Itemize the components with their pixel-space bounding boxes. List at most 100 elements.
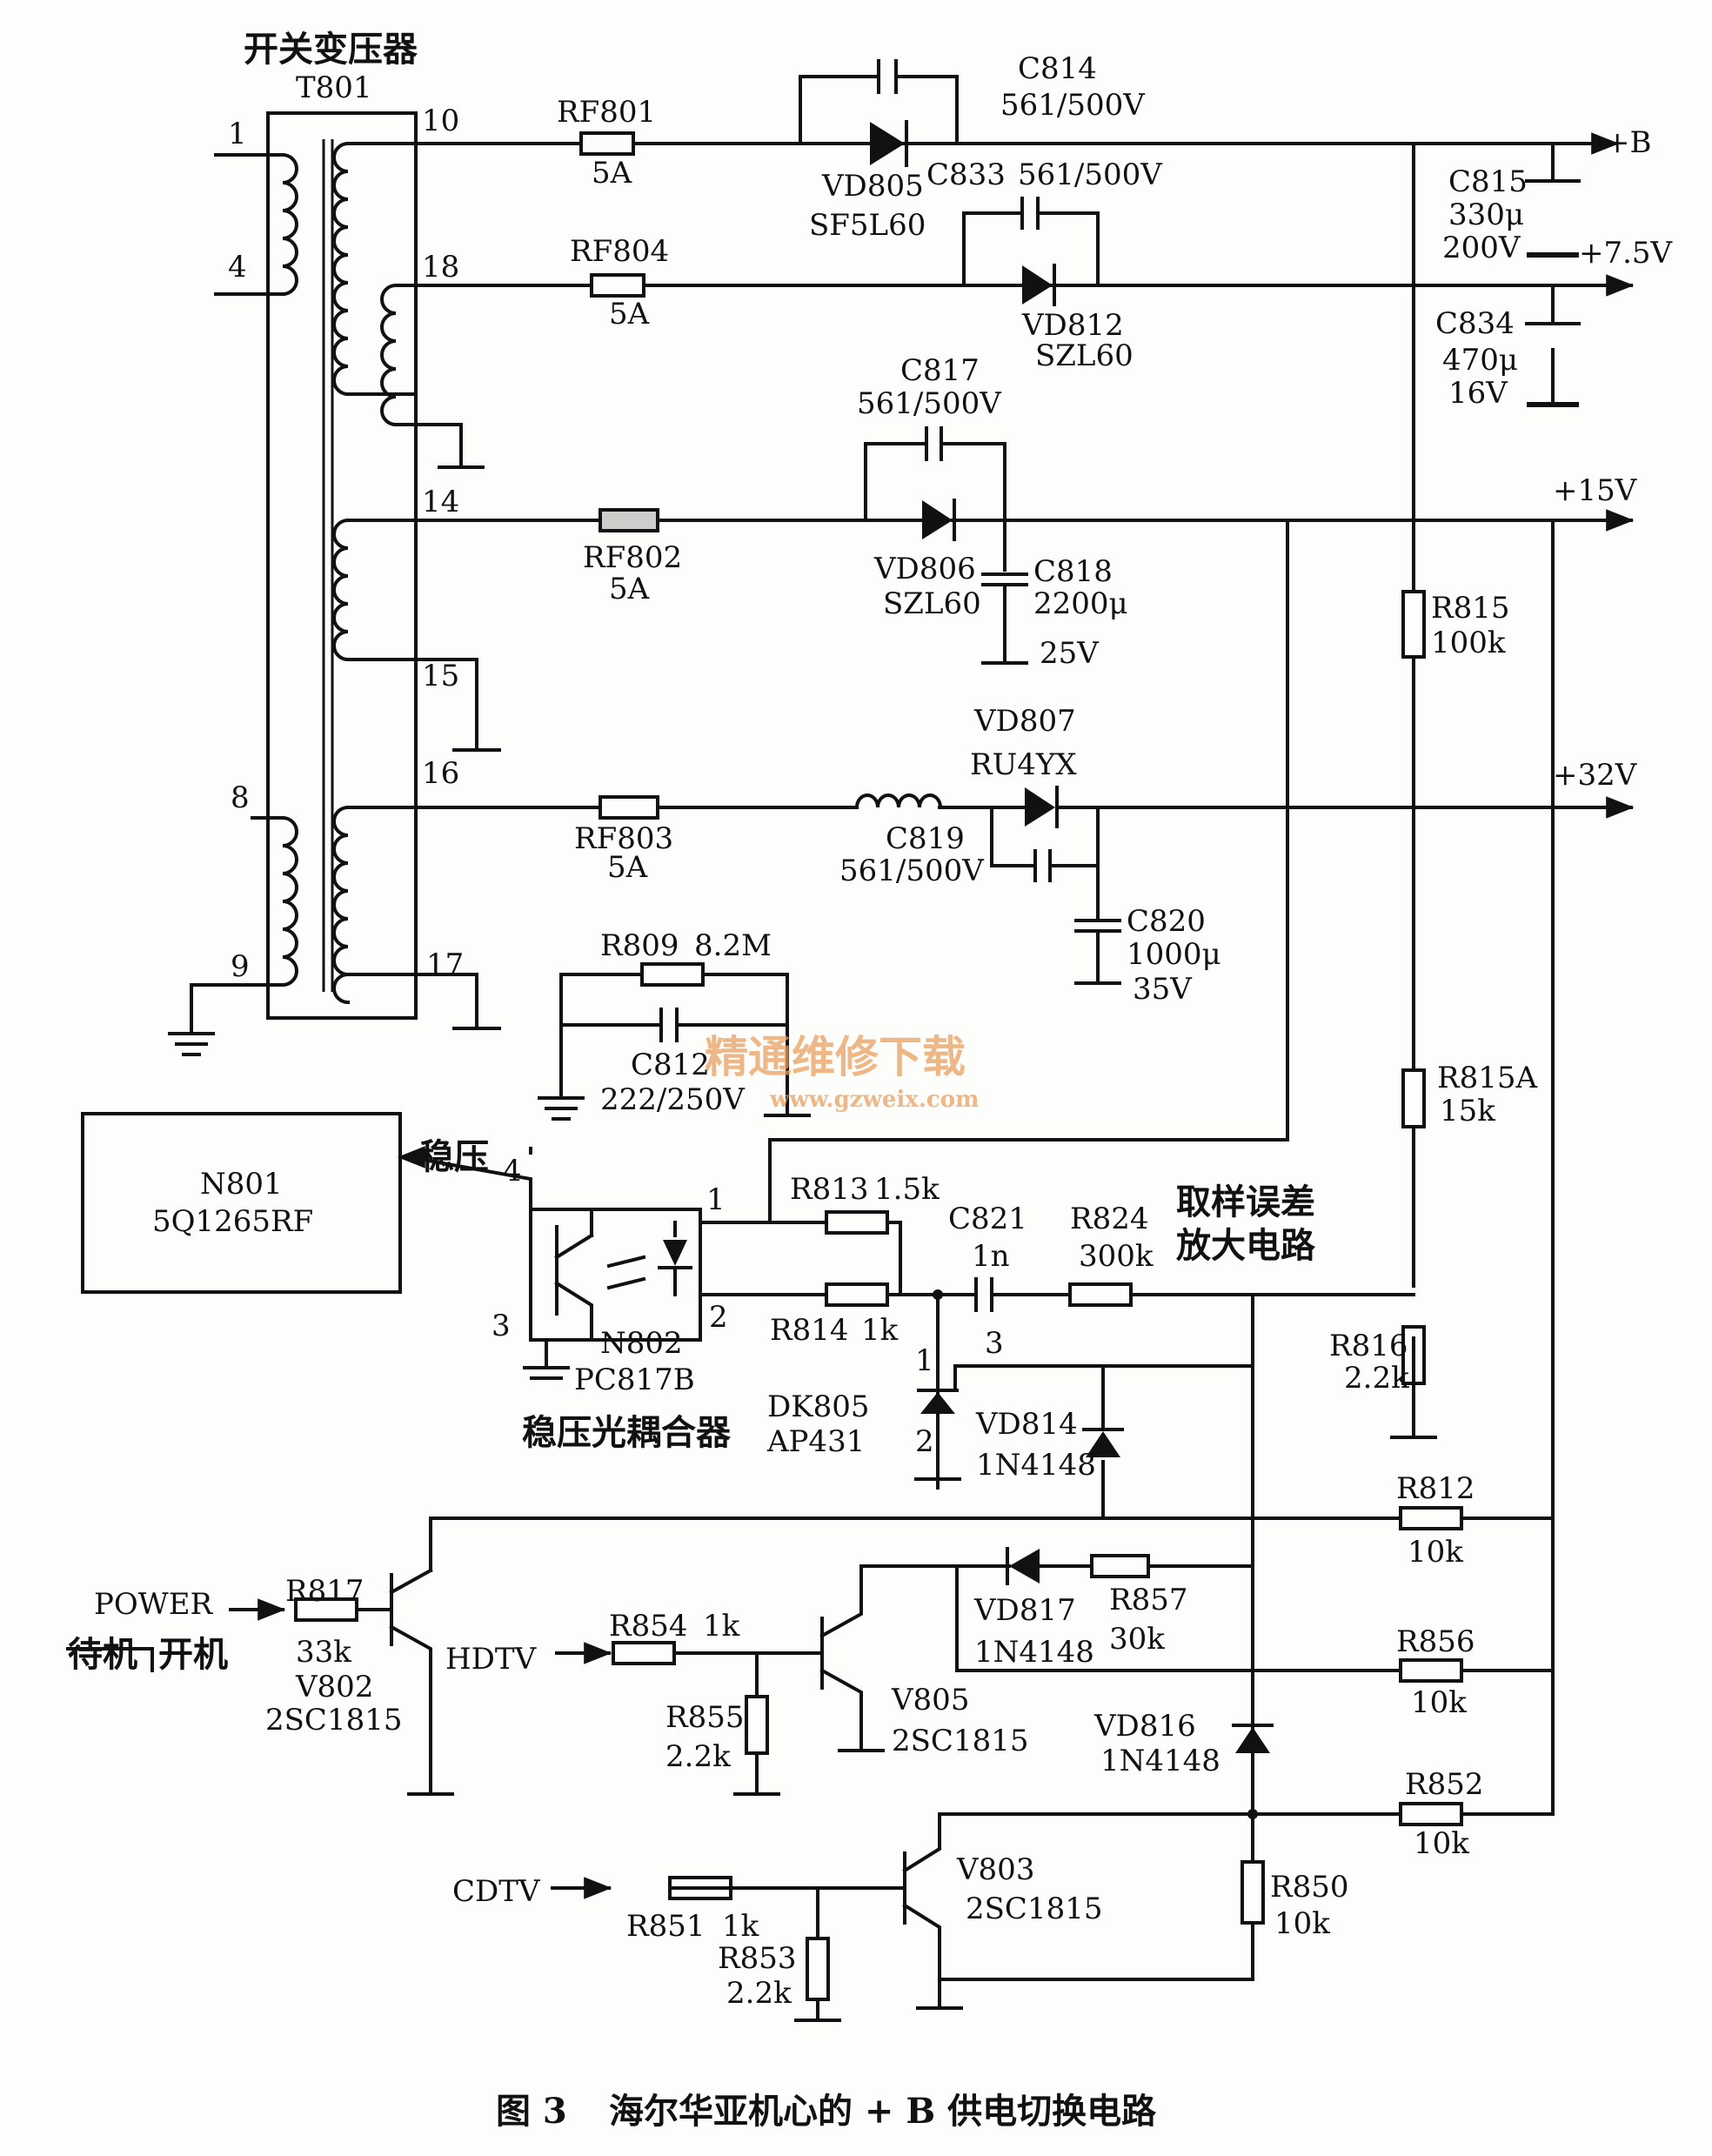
watermark-url: www.gzweix.com: [769, 1087, 980, 1113]
rf802-val: 5A: [609, 572, 650, 606]
optocoupler-n802: [397, 1146, 828, 1380]
pin-16: 16: [422, 756, 459, 791]
resistor-r855: [745, 1695, 769, 1755]
resistor-r817: [294, 1597, 358, 1622]
vd805-val: SF5L60: [809, 208, 926, 243]
n802-val: PC817B: [574, 1363, 695, 1397]
caption-text: 海尔华亚机心的 + B 供电切换电路: [609, 2091, 1157, 2132]
c817-ref: C817: [900, 353, 980, 388]
r854-val: 1k: [703, 1609, 740, 1644]
r855-val: 2.2k: [665, 1739, 731, 1774]
v805-val: 2SC1815: [892, 1724, 1028, 1758]
sampling-label-1: 取样误差: [1176, 1182, 1315, 1222]
r815a-ref: R815A: [1437, 1061, 1537, 1095]
vd814-val: 1N4148: [976, 1448, 1096, 1483]
output-wiring: [414, 59, 1635, 1816]
n802-desc: 稳压光耦合器: [522, 1412, 732, 1453]
vd807-val: RU4YX: [970, 747, 1077, 782]
dk-pin3: 3: [985, 1326, 1004, 1361]
resistor-r809: [640, 962, 705, 987]
pin-9: 9: [231, 949, 250, 984]
r855-ref: R855: [665, 1700, 745, 1735]
rf804-val: 5A: [609, 297, 650, 331]
dk-pin2: 2: [915, 1424, 934, 1459]
r857-val: 30k: [1109, 1622, 1165, 1657]
rail-b: +B: [1605, 125, 1651, 160]
vd817-val: 1N4148: [974, 1635, 1094, 1670]
pin-4: 4: [228, 250, 247, 285]
fuse-rf803: [599, 795, 659, 820]
resistor-r851: [668, 1876, 732, 1900]
r824-ref: R824: [1070, 1202, 1149, 1236]
r853-val: 2.2k: [726, 1976, 792, 2011]
fuse-rf802: [600, 510, 658, 531]
error-amplifier: [429, 1210, 1555, 1816]
r857-ref: R857: [1109, 1583, 1188, 1617]
v802-val: 2SC1815: [265, 1703, 402, 1738]
resistor-r824: [1068, 1282, 1133, 1307]
v805-ref: V805: [891, 1683, 969, 1717]
rail-15v: +15V: [1553, 473, 1638, 508]
transformer-t801: [168, 111, 418, 1056]
vd816-val: 1N4148: [1100, 1744, 1220, 1778]
pin-1: 1: [228, 117, 247, 151]
vd806-ref: VD806: [873, 552, 976, 586]
resistor-r850: [1241, 1860, 1265, 1925]
n802-pin4: 4: [503, 1154, 522, 1188]
c818-val1: 2200μ: [1033, 586, 1128, 621]
r817-ref: R817: [285, 1574, 364, 1609]
resistor-r814: [825, 1282, 889, 1307]
caption-fig: 图 3: [496, 2091, 567, 2132]
c820-ref: C820: [1127, 904, 1206, 939]
inductor: [854, 793, 943, 810]
r815a-val: 15k: [1440, 1094, 1495, 1128]
ic-n801: [81, 1112, 402, 1294]
c819-ref: C819: [886, 821, 965, 856]
resistor-r816: [1401, 1325, 1426, 1385]
r854-ref: R854: [609, 1609, 688, 1644]
v803-val: 2SC1815: [966, 1892, 1102, 1926]
power-label: POWER: [94, 1587, 214, 1622]
transformer-ref: T801: [296, 70, 372, 105]
r816-val: 2.2k: [1344, 1361, 1409, 1396]
c821-ref: C821: [948, 1202, 1027, 1236]
resistor-r812: [1399, 1506, 1463, 1530]
pin-8: 8: [231, 780, 250, 815]
rf801-val: 5A: [592, 156, 632, 191]
c834-val2: 16V: [1448, 376, 1508, 411]
vd805-ref: VD805: [821, 169, 924, 204]
resistor-r854: [612, 1641, 676, 1665]
rail-32v: +32V: [1553, 758, 1638, 793]
r851-val: 1k: [722, 1909, 759, 1944]
c818-val2: 25V: [1040, 636, 1100, 671]
r809-ref: R809: [600, 928, 679, 963]
r813-val: 1.5k: [874, 1172, 940, 1207]
sampling-label-2: 放大电路: [1176, 1225, 1316, 1266]
resistor-r857: [1090, 1554, 1150, 1578]
n802-pin1: 1: [706, 1182, 726, 1217]
resistor-r856: [1399, 1658, 1463, 1683]
c833-ref: C833: [926, 157, 1006, 192]
r856-val: 10k: [1411, 1685, 1467, 1720]
hdtv-switch: [555, 1547, 1555, 1796]
pin-10: 10: [422, 104, 459, 138]
n802-pin2: 2: [709, 1300, 728, 1335]
resistor-r852: [1399, 1802, 1463, 1826]
c812-ref: C812: [631, 1048, 710, 1082]
v802-ref: V802: [295, 1670, 373, 1704]
r824-val: 300k: [1079, 1239, 1154, 1274]
vd806-val: SZL60: [883, 586, 981, 621]
regulate-label: 稳压: [419, 1136, 489, 1177]
hdtv-label: HDTV: [445, 1642, 538, 1677]
n802-pin3: 3: [492, 1309, 511, 1343]
resistor-r815a: [1401, 1068, 1426, 1128]
n801-val: 5Q1265RF: [152, 1204, 313, 1239]
vd817-ref: VD817: [973, 1593, 1076, 1628]
c817-val: 561/500V: [857, 386, 1002, 421]
dk805-ref: DK805: [767, 1389, 870, 1424]
c814-val: 561/500V: [1000, 88, 1146, 123]
resistor-r853: [806, 1937, 830, 2001]
c819-val: 561/500V: [839, 854, 985, 888]
c815-val2: 200V: [1442, 231, 1521, 265]
